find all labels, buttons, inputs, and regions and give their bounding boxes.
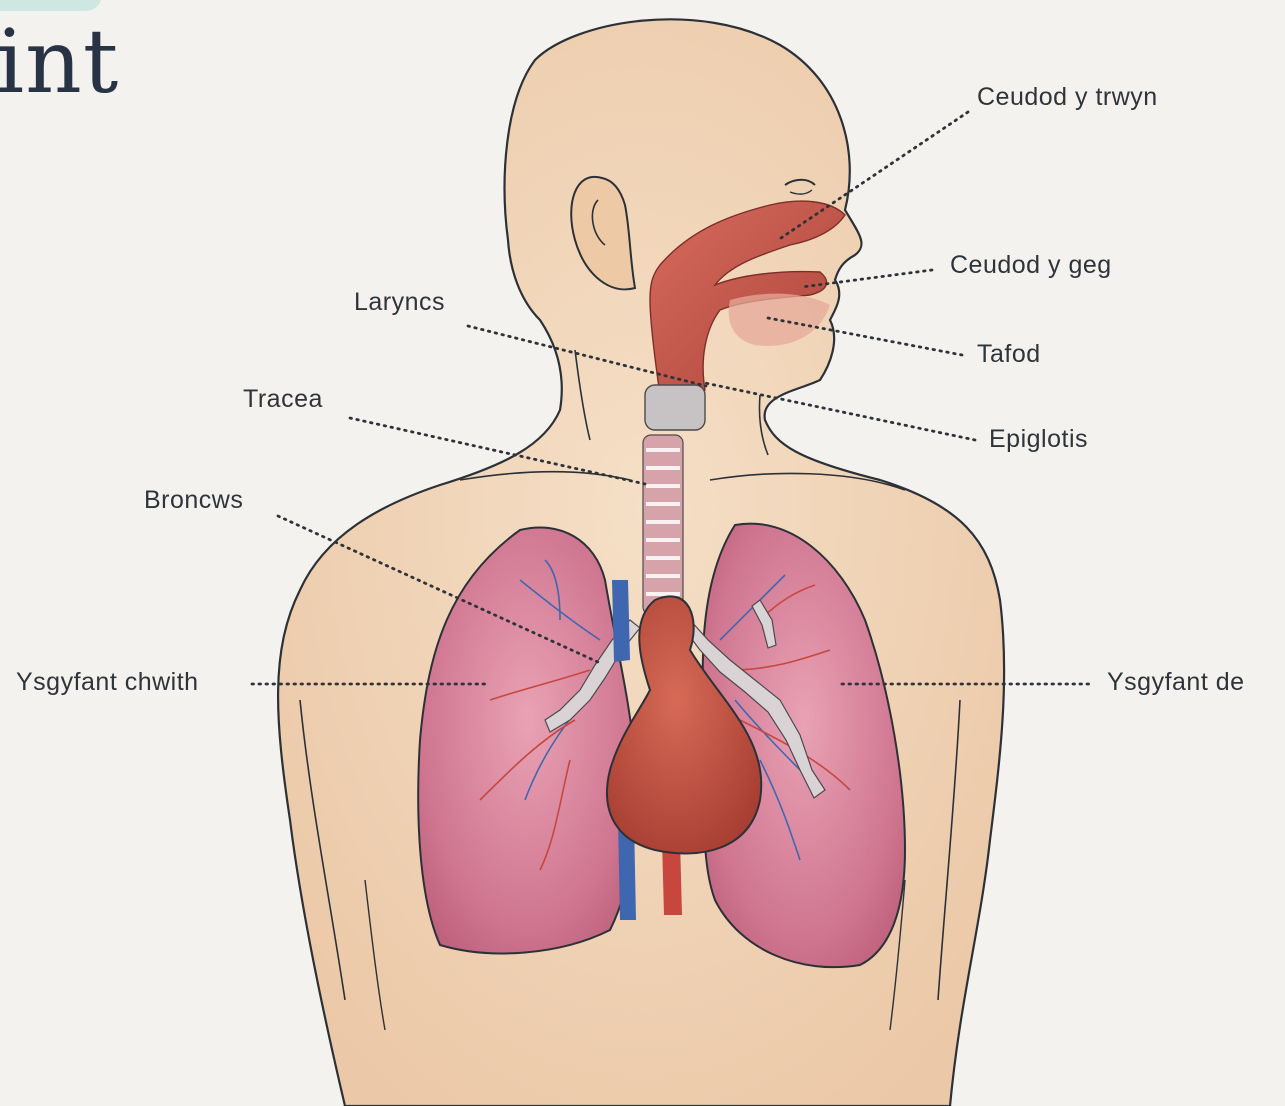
label-tongue: Tafod <box>977 342 1041 367</box>
body-silhouette <box>278 19 1004 1106</box>
label-nasal-cavity: Ceudod y trwyn <box>977 85 1158 110</box>
label-bronchus: Broncws <box>144 488 243 513</box>
label-larynx: Laryncs <box>354 290 445 315</box>
label-trachea: Tracea <box>243 387 323 412</box>
label-epiglottis: Epiglotis <box>989 427 1088 452</box>
label-oral-cavity: Ceudod y geg <box>950 253 1112 278</box>
label-left-lung: Ysgyfant chwith <box>16 670 199 695</box>
label-right-lung: Ysgyfant de <box>1107 670 1245 695</box>
